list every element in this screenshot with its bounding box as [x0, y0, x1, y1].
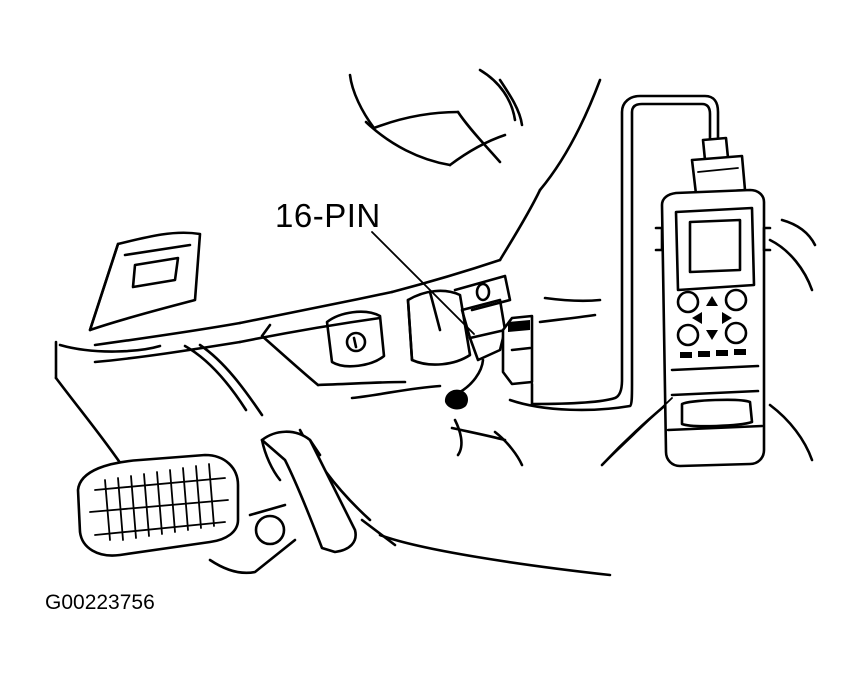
accelerator-pedal-icon: [260, 430, 357, 554]
brake-pedal-icon: [76, 453, 297, 575]
hood-release-handle-icon: [88, 231, 202, 332]
callout-leader-line: [371, 231, 475, 335]
scan-tool-leader-line: [601, 397, 673, 466]
figure-code: G00223756: [45, 591, 155, 614]
dashboard-outline-icon: [54, 68, 817, 577]
switch-icon: [325, 310, 386, 368]
diagnostic-connector-icon: [406, 274, 534, 410]
scan-tool-cable-icon: [508, 94, 720, 412]
scan-tool-icon: [654, 136, 772, 468]
connector-callout-label: 16-PIN: [275, 197, 381, 234]
